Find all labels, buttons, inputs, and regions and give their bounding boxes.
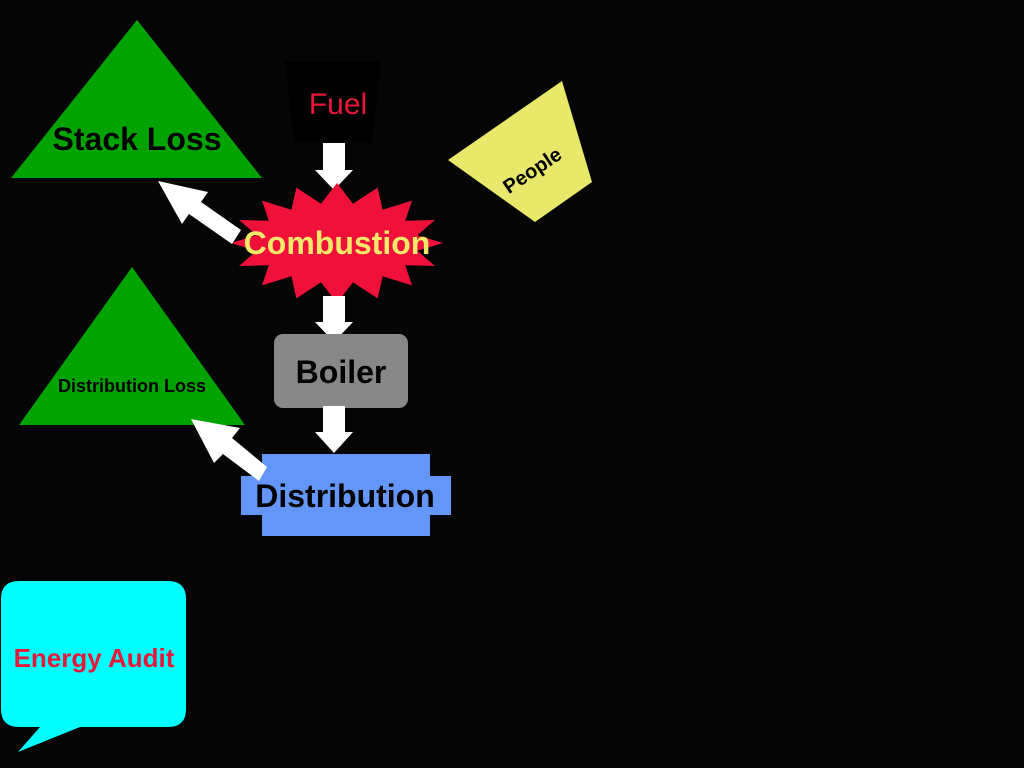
combustion-label: Combustion [244,225,431,261]
stack-loss-shape [11,20,262,178]
stack-loss-label: Stack Loss [53,121,222,157]
arrow-fuel-to-combustion [315,143,353,190]
distribution-loss-label: Distribution Loss [58,376,206,396]
arrow-boiler-to-distribution [315,406,353,453]
boiler-shape [274,334,408,408]
fuel-node: Fuel [285,61,381,143]
stack-loss-node: Stack Loss [11,20,262,178]
distribution-loss-node: Distribution Loss [19,267,245,425]
distribution-shape [241,454,451,536]
distribution-node: Distribution [241,454,451,536]
combustion-node: Combustion [231,183,443,303]
people-node: People [448,81,592,222]
fuel-label: Fuel [309,88,367,121]
people-shape [448,81,592,222]
boiler-node: Boiler [274,334,408,408]
arrow-combustion-to-boiler [315,296,353,342]
arrow-combustion-to-stack-loss [158,181,241,244]
energy-audit-shape [1,581,186,752]
distribution-label: Distribution [255,478,435,514]
energy-audit-callout: Energy Audit [1,581,186,752]
distribution-loss-shape [19,267,245,425]
combustion-shape [231,183,443,303]
energy-audit-label: Energy Audit [14,643,175,673]
arrow-distribution-to-distribution-loss [191,419,267,481]
boiler-label: Boiler [296,354,387,390]
fuel-shape [285,61,381,143]
